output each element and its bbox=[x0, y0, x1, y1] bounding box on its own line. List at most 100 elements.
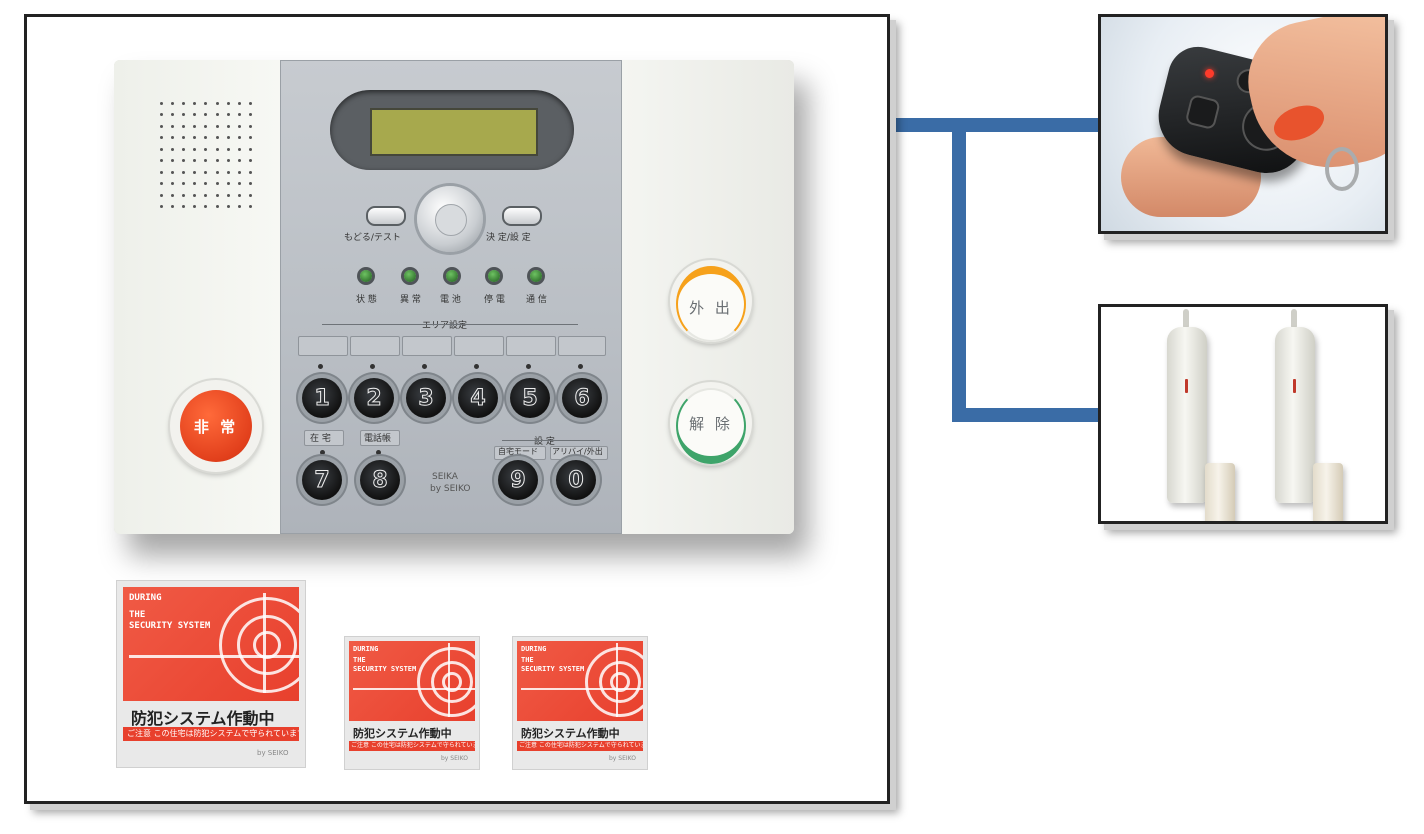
sticker-large: DURING THE SECURITY SYSTEM 防犯システム作動中 ご注意… bbox=[116, 580, 306, 768]
lcd-bezel bbox=[330, 90, 574, 170]
sticker-small-1-red-area: DURING THE SECURITY SYSTEM bbox=[349, 641, 475, 721]
key-indicator-7 bbox=[320, 450, 325, 455]
sticker-small-1-header-2: THE bbox=[353, 656, 366, 665]
sticker-small-2: DURING THE SECURITY SYSTEM 防犯システム作動中 ご注意… bbox=[512, 636, 648, 770]
sticker-small-2-header-2: THE bbox=[521, 656, 534, 665]
key-2[interactable]: 2 bbox=[354, 378, 394, 418]
key-8-function-label: 電話帳 bbox=[364, 434, 392, 444]
key-8[interactable]: 8 bbox=[360, 460, 400, 500]
emergency-button-label: 非 常 bbox=[180, 390, 252, 462]
status-led-2 bbox=[404, 270, 416, 282]
key-7-label: 7 bbox=[314, 467, 330, 493]
sticker-large-crosshair-v bbox=[263, 593, 266, 693]
key-indicator-6 bbox=[578, 364, 583, 369]
sticker-small-2-header-3: SECURITY SYSTEM bbox=[521, 664, 585, 673]
key-7-function-label: 在 宅 bbox=[310, 434, 331, 444]
sticker-small-1-brand: by SEIKO bbox=[441, 755, 468, 762]
key-5-label: 5 bbox=[522, 385, 538, 411]
sticker-small-2-main-text: 防犯システム作動中 bbox=[521, 727, 620, 740]
sticker-large-header-2: THE bbox=[129, 609, 146, 620]
control-panel: 非 常 もどる/テスト 決 定/設 定 状 態 異 常 電 池 停 電 通 信 … bbox=[114, 60, 794, 534]
key-0[interactable]: 0 bbox=[556, 460, 596, 500]
door-sensors-photo bbox=[1098, 304, 1388, 524]
connector-line-main bbox=[890, 118, 1098, 132]
key-3[interactable]: 3 bbox=[406, 378, 446, 418]
key-5[interactable]: 5 bbox=[510, 378, 550, 418]
key-7[interactable]: 7 bbox=[302, 460, 342, 500]
sticker-small-1-target-outer bbox=[417, 647, 475, 717]
sticker-small-1-crosshair-v bbox=[448, 643, 450, 717]
key-7-label-box bbox=[304, 430, 344, 446]
panel-right-section: 外 出 解 除 bbox=[622, 60, 794, 534]
key-6[interactable]: 6 bbox=[562, 378, 602, 418]
key-indicator-4 bbox=[474, 364, 479, 369]
status-led-label-1: 状 態 bbox=[356, 295, 377, 305]
sticker-small-2-crosshair-v bbox=[616, 643, 618, 717]
key-0-label-box bbox=[550, 446, 608, 460]
panel-center-section: もどる/テスト 決 定/設 定 状 態 異 常 電 池 停 電 通 信 エリア設… bbox=[280, 60, 622, 534]
away-button[interactable]: 外 出 bbox=[670, 260, 752, 342]
remote-fob-button-square bbox=[1187, 96, 1219, 128]
sticker-small-1-main-text: 防犯システム作動中 bbox=[353, 727, 452, 740]
key-9-label-box bbox=[494, 446, 546, 460]
area-slot-4 bbox=[454, 336, 504, 356]
sticker-small-1-crosshair-h bbox=[353, 688, 475, 690]
sticker-small-2-red-area: DURING THE SECURITY SYSTEM bbox=[517, 641, 643, 721]
back-test-button[interactable] bbox=[366, 206, 406, 226]
key-9[interactable]: 9 bbox=[498, 460, 538, 500]
status-led-label-2: 異 常 bbox=[400, 295, 421, 305]
key-2-label: 2 bbox=[366, 385, 382, 411]
status-led-1 bbox=[360, 270, 372, 282]
sticker-small-2-band: ご注意 この住宅は防犯システムで守られています bbox=[517, 741, 643, 751]
disarm-button[interactable]: 解 除 bbox=[670, 382, 752, 464]
area-slot-3 bbox=[402, 336, 452, 356]
set-group-label: 設 定 bbox=[534, 437, 555, 447]
sticker-large-target-outer bbox=[219, 597, 299, 693]
sticker-small-1-header-1: DURING bbox=[353, 645, 379, 653]
key-9-function-label: 自宅モード bbox=[498, 447, 538, 456]
key-4[interactable]: 4 bbox=[458, 378, 498, 418]
confirm-set-button[interactable] bbox=[502, 206, 542, 226]
sticker-small-1-target-mid bbox=[431, 661, 473, 703]
sticker-large-header-1: DURING bbox=[129, 593, 162, 603]
area-slot-5 bbox=[506, 336, 556, 356]
status-led-label-3: 電 池 bbox=[440, 295, 461, 305]
sticker-small-2-brand: by SEIKO bbox=[609, 755, 636, 762]
area-slot-6 bbox=[558, 336, 606, 356]
status-led-3 bbox=[446, 270, 458, 282]
status-led-4 bbox=[488, 270, 500, 282]
panel-brand-line2: by SEIKO bbox=[430, 484, 471, 494]
key-indicator-5 bbox=[526, 364, 531, 369]
speaker-grille bbox=[158, 100, 254, 210]
confirm-set-label: 決 定/設 定 bbox=[486, 233, 531, 243]
sticker-small-2-header-1: DURING bbox=[521, 645, 547, 653]
key-indicator-1 bbox=[318, 364, 323, 369]
lcd-display bbox=[370, 108, 538, 156]
sensor-2-cable bbox=[1291, 309, 1297, 329]
key-1[interactable]: 1 bbox=[302, 378, 342, 418]
emergency-button[interactable]: 非 常 bbox=[170, 380, 262, 472]
sticker-large-header-3: SECURITY SYSTEM bbox=[129, 620, 211, 631]
sticker-small-1-band: ご注意 この住宅は防犯システムで守られています bbox=[349, 741, 475, 751]
key-6-label: 6 bbox=[574, 385, 590, 411]
status-led-label-5: 通 信 bbox=[526, 295, 547, 305]
sticker-small-1-target-inner bbox=[442, 672, 462, 692]
area-setting-label: エリア設定 bbox=[422, 321, 468, 331]
key-indicator-8 bbox=[376, 450, 381, 455]
sensor-2-body bbox=[1275, 327, 1315, 503]
sticker-large-crosshair-h bbox=[129, 655, 299, 658]
sticker-small-1-header: DURING THE SECURITY SYSTEM bbox=[353, 645, 416, 673]
sticker-large-header: DURING THE SECURITY SYSTEM bbox=[129, 593, 210, 631]
sticker-large-brand: by SEIKO bbox=[257, 749, 289, 757]
status-led-label-4: 停 電 bbox=[484, 295, 505, 305]
panel-left-section: 非 常 bbox=[114, 60, 280, 534]
back-test-label: もどる/テスト bbox=[344, 233, 401, 243]
sensor-2-indicator bbox=[1293, 379, 1296, 393]
navigation-dial[interactable] bbox=[417, 186, 483, 252]
sticker-large-red-area: DURING THE SECURITY SYSTEM bbox=[123, 587, 299, 701]
key-8-label: 8 bbox=[372, 467, 388, 493]
key-indicator-2 bbox=[370, 364, 375, 369]
sticker-small-1: DURING THE SECURITY SYSTEM 防犯システム作動中 ご注意… bbox=[344, 636, 480, 770]
status-led-5 bbox=[530, 270, 542, 282]
sticker-small-2-target-mid bbox=[599, 661, 641, 703]
